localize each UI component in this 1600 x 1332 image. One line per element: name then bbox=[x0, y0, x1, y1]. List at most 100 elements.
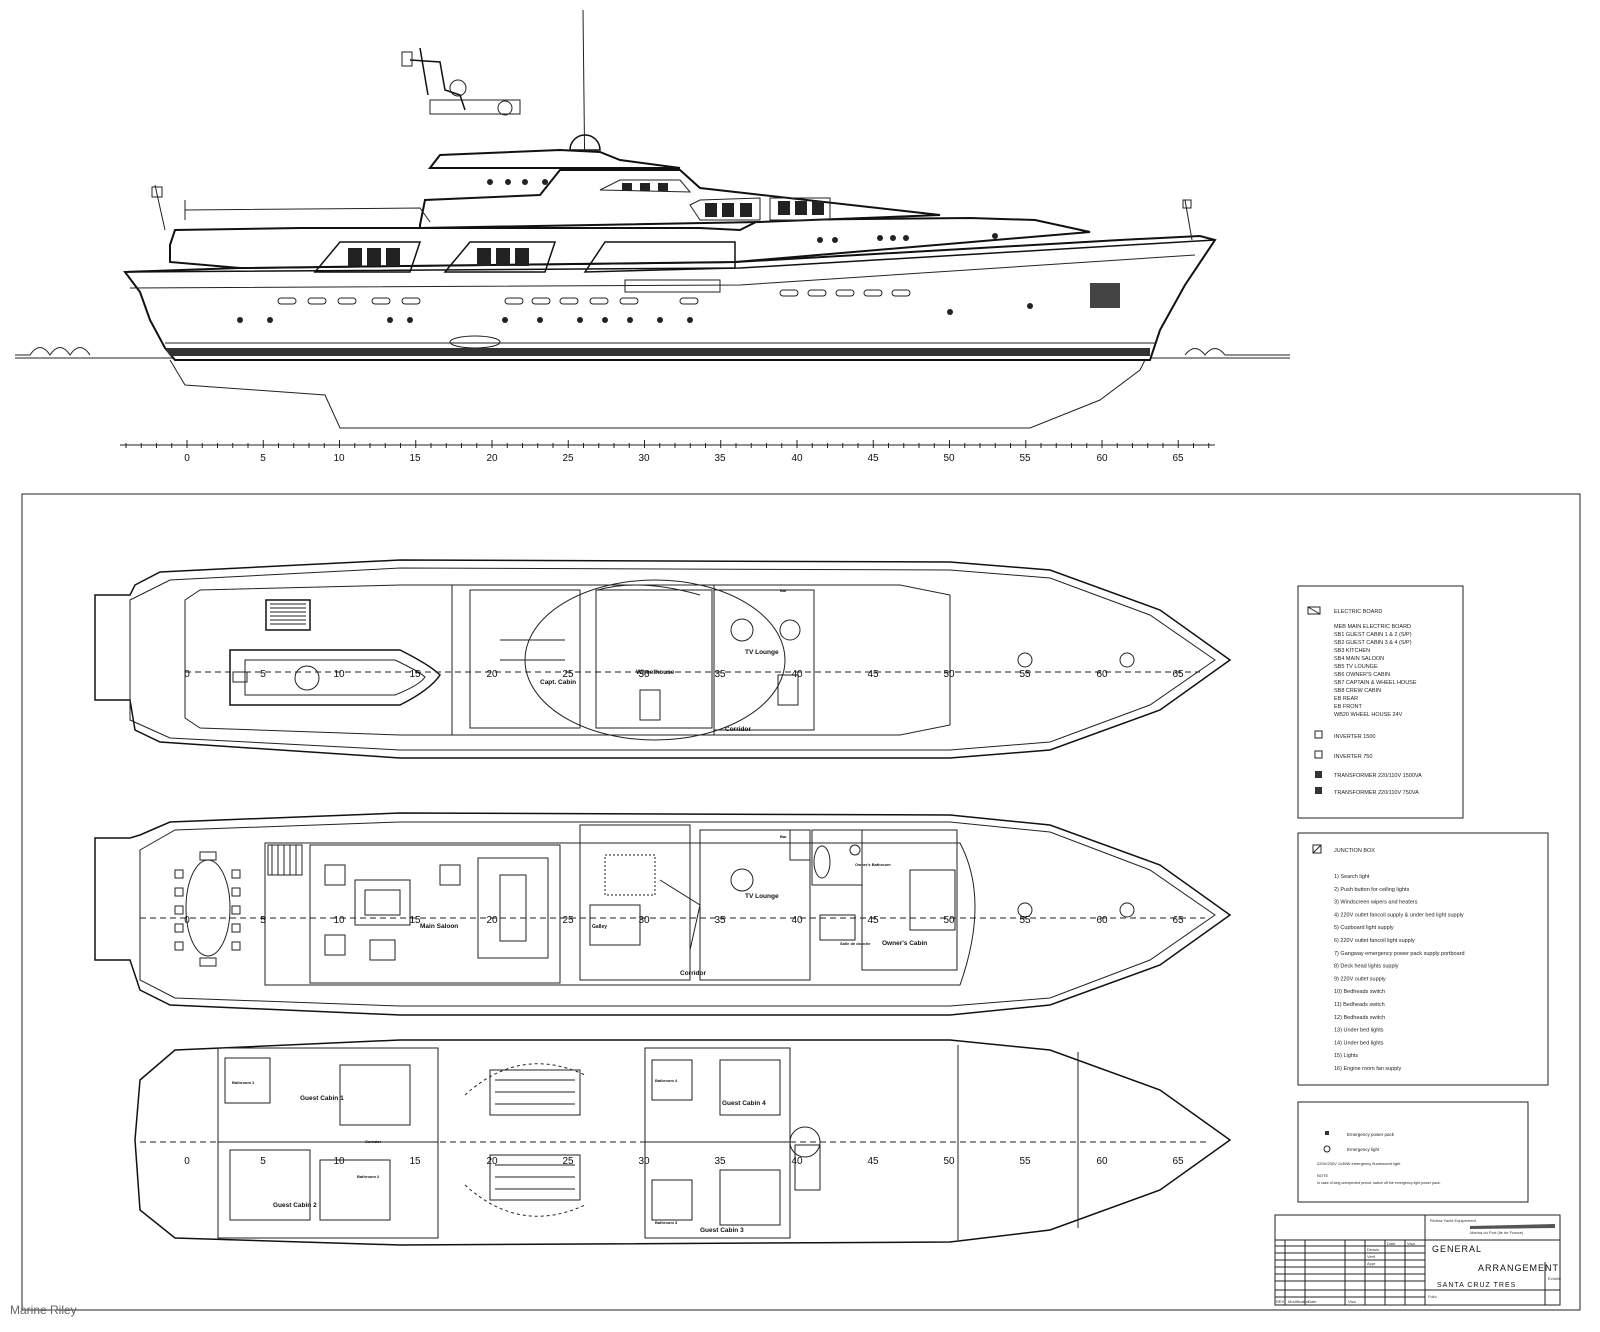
tb-cell: Folio bbox=[1428, 1294, 1437, 1299]
legend-junction-item: 14) Under bed lights bbox=[1334, 1040, 1384, 1046]
scale-label: 35 bbox=[714, 453, 726, 464]
profile-view bbox=[15, 9, 1290, 429]
room-label: Owner's Cabin bbox=[882, 940, 927, 947]
scale-label: 35 bbox=[714, 1156, 726, 1167]
tb-header: Visa bbox=[1348, 1299, 1356, 1304]
legend-electric-item: SB7 CAPTAIN & WHEEL HOUSE bbox=[1334, 680, 1417, 686]
scale-label: 50 bbox=[943, 453, 955, 464]
scale-label: 55 bbox=[1019, 669, 1031, 680]
room-label: Bathroom 2 bbox=[357, 1174, 380, 1179]
legend-electric-item: EB FRONT bbox=[1334, 704, 1362, 710]
scale-label: 20 bbox=[486, 1156, 498, 1167]
room-label: TV Lounge bbox=[745, 893, 779, 900]
legend-device: INVERTER 750 bbox=[1334, 754, 1372, 760]
scale-label: 0 bbox=[184, 1156, 190, 1167]
watermark: Marine Riley bbox=[10, 1303, 77, 1317]
legend-junction-item: 3) Windscreen wipers and heaters bbox=[1334, 900, 1418, 906]
scale-label: 40 bbox=[791, 915, 803, 926]
scale-label: 60 bbox=[1096, 453, 1108, 464]
legend-junction-item: 2) Push button for ceiling lights bbox=[1334, 887, 1409, 893]
legend-device: INVERTER 1500 bbox=[1334, 734, 1375, 740]
legend-device: TRANSFORMER 220/110V 750VA bbox=[1334, 790, 1419, 796]
scale-label: 45 bbox=[867, 1156, 879, 1167]
room-label: Guest Cabin 1 bbox=[300, 1095, 344, 1102]
room-label: Galley bbox=[592, 924, 607, 930]
scale-label: 65 bbox=[1172, 453, 1184, 464]
legend-electric-item: EB REAR bbox=[1334, 696, 1358, 702]
legend-title: JUNCTION BOX bbox=[1334, 848, 1375, 854]
emergency-light-symbol bbox=[1323, 1145, 1331, 1153]
scale-label: 0 bbox=[184, 915, 190, 926]
tb-cell: Dessin bbox=[1367, 1247, 1379, 1252]
room-label: Corridor bbox=[725, 726, 751, 733]
legend-title: ELECTRIC BOARD bbox=[1334, 609, 1382, 615]
room-label: Guest Cabin 4 bbox=[722, 1100, 766, 1107]
room-label: Guest Cabin 3 bbox=[700, 1227, 744, 1234]
scale-label: 60 bbox=[1096, 915, 1108, 926]
legend-junction-item: 5) Cupboard light supply bbox=[1334, 925, 1394, 931]
project-name: SANTA CRUZ TRES bbox=[1437, 1282, 1516, 1289]
scale-label: 15 bbox=[409, 915, 421, 926]
scale-label: 0 bbox=[184, 453, 190, 464]
scale-label: 25 bbox=[562, 453, 574, 464]
legend-junction-item: 12) Bedheads switch bbox=[1334, 1015, 1385, 1021]
legend-electric-item: SB3 KITCHEN bbox=[1334, 648, 1370, 654]
main-deck-plan: Main Saloon TV Lounge Corridor Owner's C… bbox=[94, 812, 1232, 1016]
scale-label: 20 bbox=[486, 669, 498, 680]
title-block: Riviera Yacht Equipement Marina du Port … bbox=[1274, 1214, 1562, 1306]
scale-label: 20 bbox=[486, 453, 498, 464]
room-label: Capt. Cabin bbox=[540, 679, 576, 686]
room-label: Bar bbox=[780, 834, 787, 839]
scale-label: 55 bbox=[1019, 915, 1031, 926]
scale-label: 10 bbox=[333, 915, 345, 926]
legend-junction-item: 11) Bedheads switch bbox=[1334, 1002, 1385, 1008]
tb-cell: Appr bbox=[1367, 1261, 1376, 1266]
room-label: TV Lounge bbox=[745, 649, 779, 656]
legend-note-title: NOTE bbox=[1317, 1173, 1328, 1178]
legend-junction-item: 4) 220V outlet fancoil supply & under be… bbox=[1334, 912, 1464, 918]
legend-electric-item: MEB MAIN ELECTRIC BOARD bbox=[1334, 624, 1411, 630]
legend-electric-item: SB6 OWNER'S CABIN bbox=[1334, 672, 1390, 678]
legend-electric-item: SB8 CREW CABIN bbox=[1334, 688, 1381, 694]
scale-label: 25 bbox=[562, 669, 574, 680]
lower-deck-plan: Guest Cabin 1 Guest Cabin 2 Guest Cabin … bbox=[134, 1039, 1232, 1246]
scale-label: 30 bbox=[638, 1156, 650, 1167]
company-logo bbox=[1470, 1224, 1555, 1229]
legend-electric-item: SB1 GUEST CABIN 1 & 2 (S/P) bbox=[1334, 632, 1412, 638]
legend-item: 220V/230V 1x36W emergency fluorescent li… bbox=[1317, 1161, 1401, 1166]
room-label: Main Saloon bbox=[420, 923, 458, 930]
room-label: Bathroom 4 bbox=[655, 1078, 678, 1083]
legend-electric-board: ELECTRIC BOARD MEB MAIN ELECTRIC BOARD SB… bbox=[1297, 585, 1464, 819]
legend-junction-item: 13) Under bed lights bbox=[1334, 1028, 1384, 1034]
scale-label: 55 bbox=[1019, 453, 1031, 464]
legend-junction-item: 16) Engine room fan supply bbox=[1334, 1066, 1402, 1072]
legend-emergency: Emergency power pack Emergency light 220… bbox=[1297, 1101, 1529, 1203]
scale-label: 15 bbox=[409, 669, 421, 680]
scale-label: 20 bbox=[486, 915, 498, 926]
scale-label: 10 bbox=[333, 453, 345, 464]
company-name: Riviera Yacht Equipement bbox=[1430, 1218, 1477, 1223]
scale-label: 35 bbox=[714, 915, 726, 926]
scale-label: 40 bbox=[791, 1156, 803, 1167]
room-label: Guest Cabin 2 bbox=[273, 1202, 317, 1209]
room-label: Bathroom 3 bbox=[655, 1220, 678, 1225]
tb-header: Date bbox=[1308, 1299, 1317, 1304]
legend-junction-item: 6) 220V outlet fancoil light supply bbox=[1334, 938, 1415, 944]
power-pack-symbol bbox=[1325, 1131, 1329, 1135]
scale-label: 45 bbox=[867, 453, 879, 464]
transformer-symbol bbox=[1315, 787, 1322, 794]
scale-label: 60 bbox=[1096, 669, 1108, 680]
room-label: Owner's Bathroom bbox=[855, 862, 891, 867]
legend-junction-item: 9) 220V outlet supply bbox=[1334, 976, 1386, 982]
scale-label: 15 bbox=[409, 1156, 421, 1167]
tb-cell: Echelle bbox=[1548, 1276, 1562, 1281]
drawing-title-line1: GENERAL bbox=[1432, 1244, 1482, 1254]
room-label: Wheelhouse bbox=[636, 669, 675, 676]
tb-cell: Visa bbox=[1407, 1241, 1415, 1246]
legend-electric-item: SB5 TV LOUNGE bbox=[1334, 664, 1378, 670]
legend-junction-item: 8) Deck head lights supply bbox=[1334, 964, 1399, 970]
tb-header: REV bbox=[1276, 1299, 1285, 1304]
scale-label: 35 bbox=[714, 669, 726, 680]
